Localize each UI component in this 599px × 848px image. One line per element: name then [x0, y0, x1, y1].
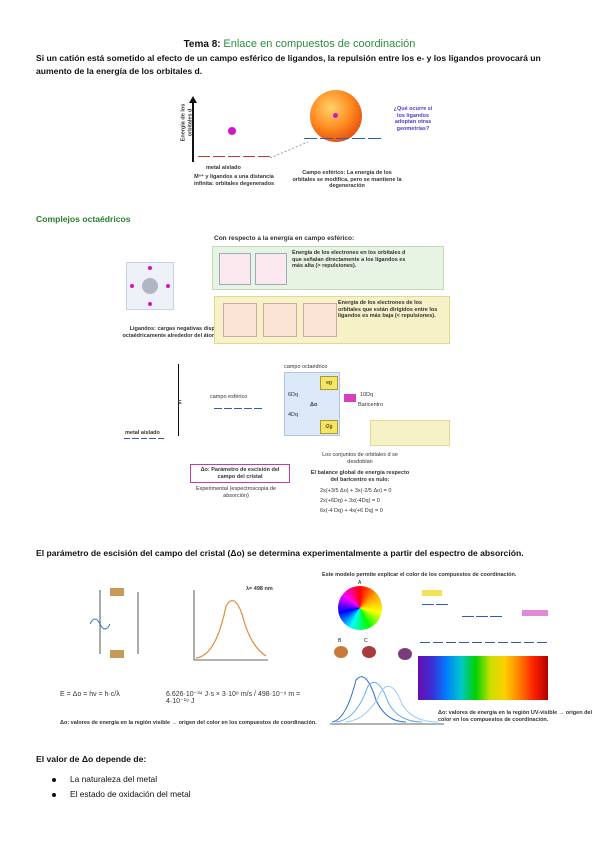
dq10-label: 10Dq [360, 392, 374, 398]
eg-text: eg [326, 380, 332, 386]
transition-diagram [90, 588, 139, 658]
sphere-center-dot [333, 113, 338, 118]
section-octahedral: Complejos octaédricos [36, 214, 131, 224]
metal-levels [124, 438, 165, 439]
delta-badge [344, 394, 356, 402]
eg-orbitals-text: Energía de los electrones en los orbital… [292, 250, 406, 269]
dq6-label: 6Dq [288, 392, 299, 398]
isolated-levels [198, 156, 270, 157]
dashed-connector [270, 141, 309, 159]
spherical-levels [304, 138, 384, 139]
desdob-text: Los conjuntos de orbitales d se desdobla… [322, 452, 398, 465]
eq-1: 2x(+3/5 Δo) + 3x(-2/5 Δo) = 0 [320, 488, 392, 494]
figure-octahedral: Con respecto a la energía en campo esfér… [120, 234, 450, 514]
metal-ion-dot [228, 127, 236, 135]
color-title: Este modelo permite explicar el color de… [322, 572, 517, 578]
spherical-field-levels [214, 408, 262, 409]
eq-left: E = Δo = hν = h·c/λ [60, 691, 120, 698]
compound-sample-b [334, 646, 348, 658]
isolated-metal-label: metal aislado [206, 165, 241, 171]
tema-label: Tema 8: [183, 39, 221, 50]
level-diagram [412, 586, 598, 646]
wheel-letter-a: A [358, 580, 362, 586]
absorption-curves [330, 676, 444, 725]
bullet-item-2: El estado de oxidación del metal [52, 789, 191, 799]
isolated-metal-desc: Mⁿ⁺ y ligandos a una distancia infinita:… [193, 174, 275, 187]
wheel-letter-c: C [364, 638, 368, 644]
caption-left: Δo: valores de energía en la región visi… [60, 720, 317, 726]
compound-sample-c [362, 646, 376, 658]
energy-axis-arrow [189, 96, 197, 103]
eg-box: eg [320, 376, 338, 390]
paragraph-absorption: El parámetro de escisión del campo del c… [36, 548, 524, 558]
sphere-desc: Campo esférico: La energía de los orbita… [292, 170, 402, 189]
intro-paragraph: Si un catión está sometido al efecto de … [36, 53, 541, 76]
bullet-dot-1 [52, 777, 56, 782]
dq4-label: 4Dq [288, 412, 299, 418]
t2g-small-box [370, 420, 450, 446]
geometry-question: ¿Qué ocurre si los ligandos adoptan otra… [393, 106, 433, 132]
bullet-text-1: La naturaleza del metal [70, 774, 158, 784]
eg-orbitals-box [212, 246, 444, 290]
figure-spherical-field: Energía de los orbitales d metal aislado… [170, 88, 432, 208]
caption-right: Δo: valores de energía en la región UV-v… [438, 710, 593, 723]
bullet-dot-2 [52, 792, 56, 797]
octahedral-model [126, 262, 174, 310]
eq-2: 2x(+6Dq) + 3x(-4Dq) = 0 [320, 498, 380, 504]
figure-color-model: Este modelo permite explicar el color de… [322, 572, 598, 742]
paragraph-depends: El valor de Δo depende de: [36, 754, 147, 764]
absorption-spectrum [193, 590, 268, 661]
baricentro-label: Baricentro [358, 402, 384, 408]
color-wheel [338, 586, 382, 630]
bullet-item-1: La naturaleza del metal [52, 774, 157, 784]
splitting-energy-axis [178, 364, 179, 436]
fig2-header: Con respecto a la energía en campo esfér… [214, 235, 355, 242]
lambda-max: λ= 498 nm [246, 586, 273, 592]
delta-label: Δo [310, 402, 318, 408]
t2g-orbitals-text: Energía de los electrones de los orbital… [338, 300, 438, 319]
t2g-box: t2g [320, 420, 338, 434]
energy-E: E [178, 400, 182, 406]
compound-sample-a [398, 648, 412, 660]
metal-isolated-label: metal aislado [125, 430, 160, 436]
visible-spectrum [418, 656, 548, 700]
wheel-letter-b: B [338, 638, 342, 644]
figure-absorption-left: λ= 498 nm E = Δo = hν = h·c/λ 6.626·10⁻³… [60, 580, 320, 740]
t2g-text: t2g [325, 424, 333, 430]
balance-text: El balance global de energía respecto de… [310, 470, 410, 483]
experimental-label: Experimental (espectroscopia de absorció… [195, 486, 277, 499]
tema-title: Enlace en compuestos de coordinación [223, 38, 416, 50]
eq-right: 6.626·10⁻³⁴ J·s × 3·10⁸ m/s / 498·10⁻⁹ m… [166, 691, 301, 705]
param-box: Δo: Parámetro de escisión del campo del … [190, 464, 290, 483]
ligand-caption: Ligandos: cargas negativas dispuestas oc… [122, 326, 240, 339]
energy-axis [192, 102, 194, 162]
spherical-field-label: campo esférico [210, 394, 248, 400]
eq-3: 6x(-4 Dq) + 4x(+6 Dq) = 0 [320, 508, 383, 514]
octahedral-field-label: campo octaédrico [284, 364, 328, 370]
t2g-orbitals-box [214, 296, 450, 344]
page-title: Tema 8: Enlace en compuestos de coordina… [0, 38, 599, 50]
bullet-text-2: El estado de oxidación del metal [70, 789, 191, 799]
